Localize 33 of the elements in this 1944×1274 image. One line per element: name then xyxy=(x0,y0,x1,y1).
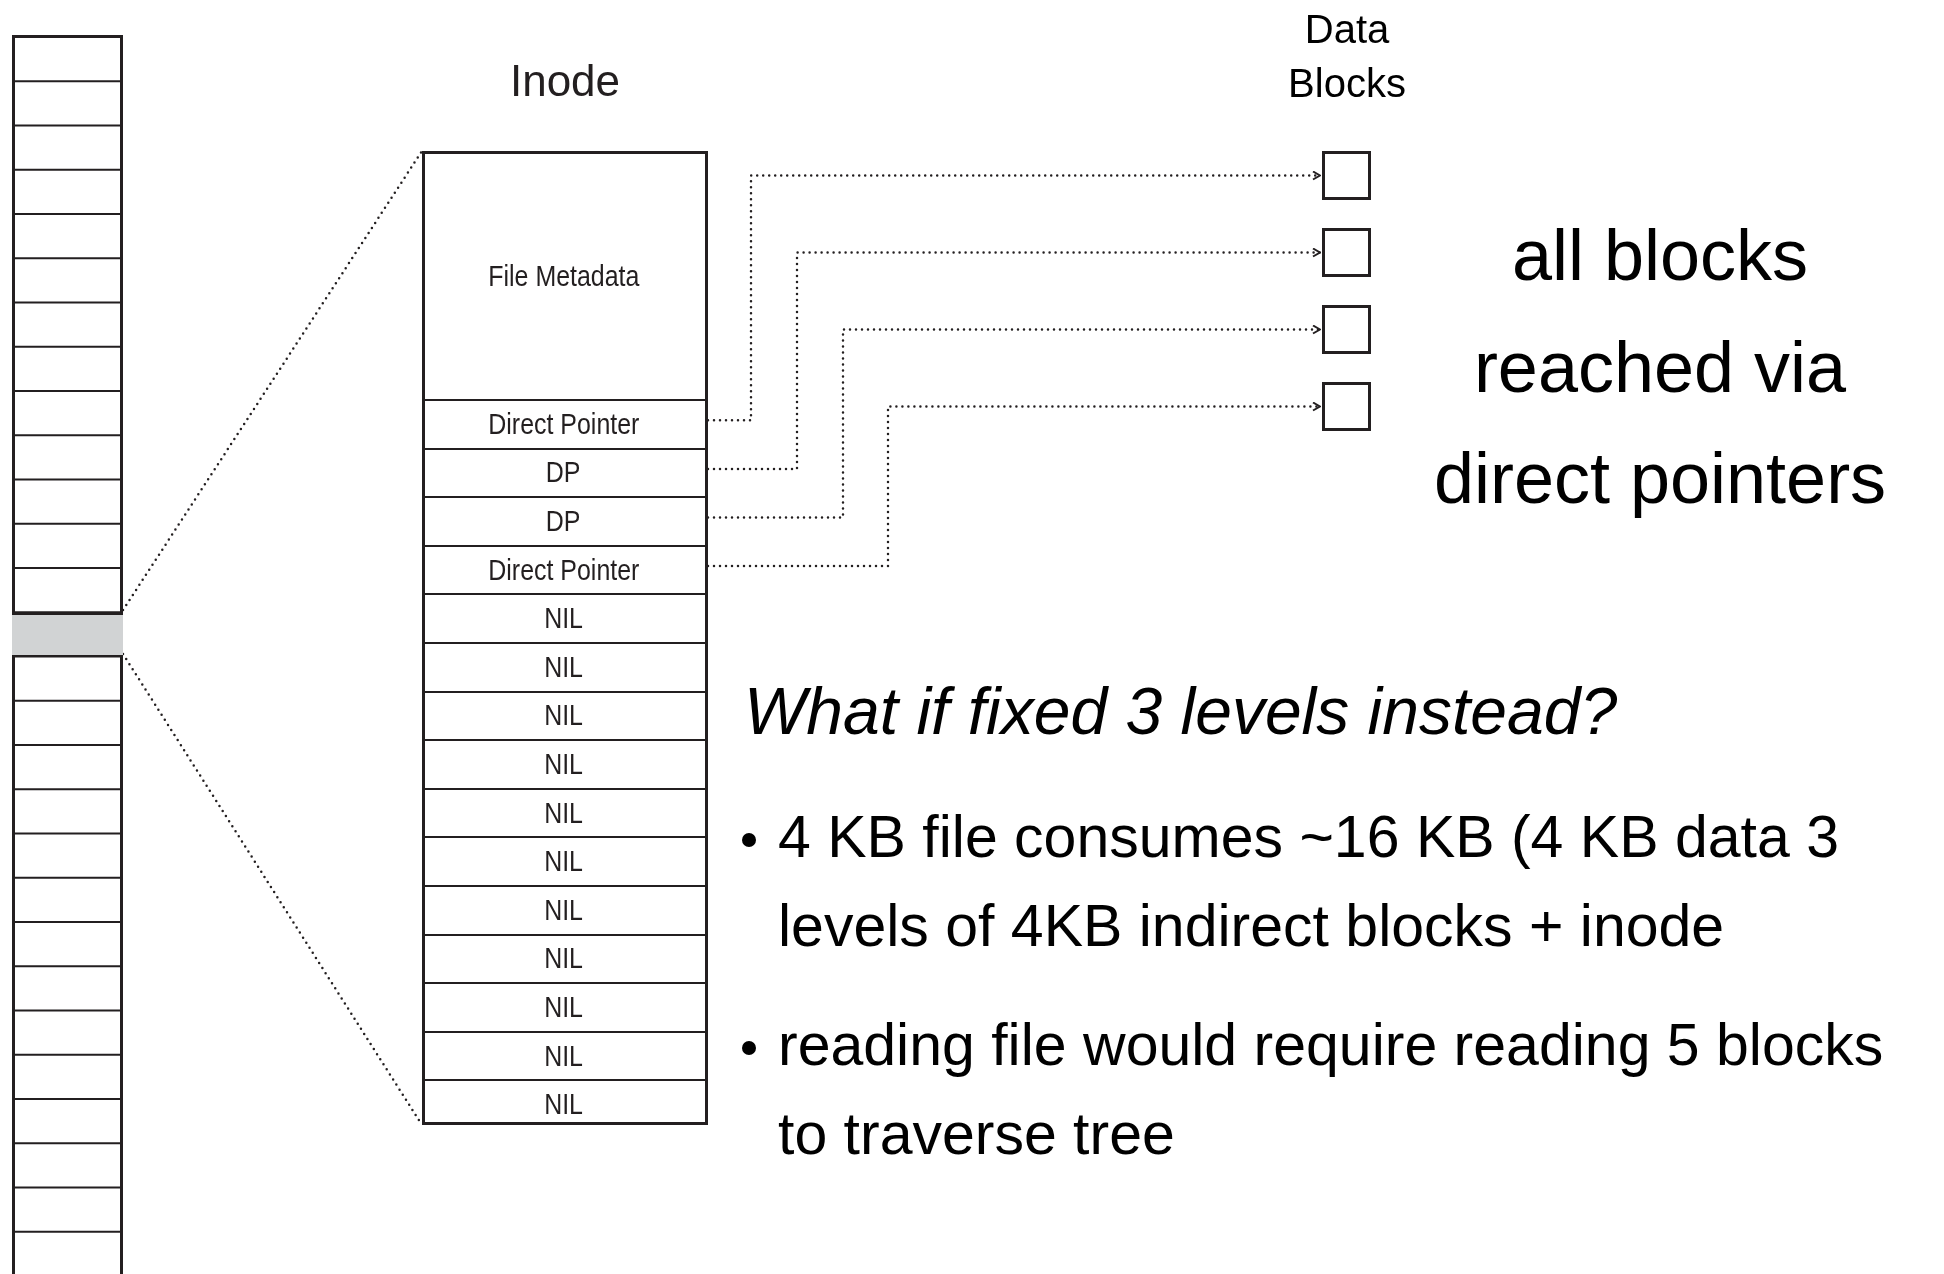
summary-note: all blocks reached via direct pointers xyxy=(1432,214,1888,521)
pointer-arrow xyxy=(706,247,1322,471)
pointer-slot: Direct Pointer xyxy=(422,544,705,594)
block-square xyxy=(1322,228,1371,277)
zoom-line xyxy=(121,149,424,612)
highlighted-block xyxy=(12,613,123,657)
block-square xyxy=(1322,151,1371,200)
pointer-slot: NIL xyxy=(422,1030,705,1080)
pointer-slot: Direct Pointer xyxy=(422,399,705,448)
pointer-slot: NIL xyxy=(422,593,705,642)
pointer-slot: NIL xyxy=(422,787,705,837)
pointer-slot: NIL xyxy=(422,642,705,691)
pointer-slot: DP xyxy=(422,496,705,545)
block-square xyxy=(1322,305,1371,354)
metadata-field: File Metadata xyxy=(422,154,705,399)
pointer-slot: NIL xyxy=(422,690,705,740)
bullet-text: reading file would require reading 5 blocks to traverse tree xyxy=(778,1011,1885,1169)
pointer-slot: DP xyxy=(422,447,705,497)
pointer-slot: NIL xyxy=(422,1079,705,1128)
pointer-arrow xyxy=(706,170,1322,422)
data-blocks-heading: Data Blocks xyxy=(1287,6,1407,107)
pointer-arrow xyxy=(706,324,1322,519)
pointer-slot: NIL xyxy=(422,836,705,885)
disk-block-array xyxy=(12,35,123,1274)
pointer-slot: NIL xyxy=(422,982,705,1031)
pointer-arrow xyxy=(706,401,1322,568)
pointer-slot: NIL xyxy=(422,739,705,788)
pointer-slot: NIL xyxy=(422,933,705,983)
bullet-text: 4 KB file consumes ~16 KB (4 KB data 3 levels of 4KB indirect blocks + inode xyxy=(778,803,1840,961)
pointer-slot: NIL xyxy=(422,885,705,934)
question-heading: What if fixed 3 levels instead? xyxy=(744,673,1619,750)
inode-heading: Inode xyxy=(509,56,621,106)
block-square xyxy=(1322,382,1371,431)
